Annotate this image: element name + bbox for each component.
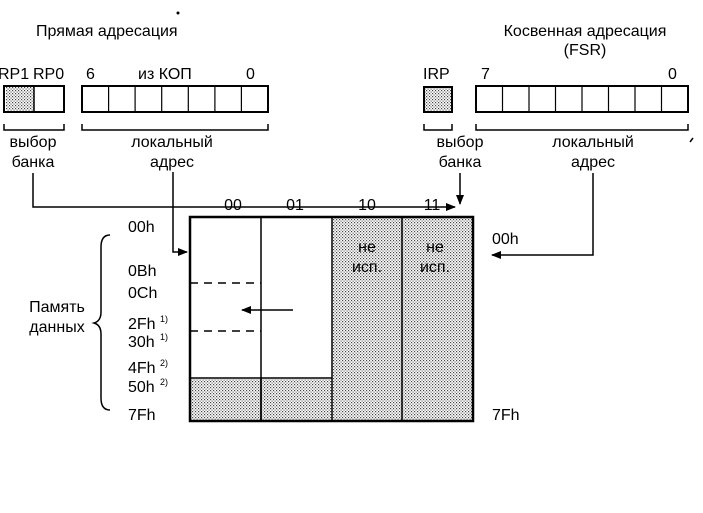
direct-local-register [81, 85, 269, 113]
direct-bank-label-1: выбор [10, 134, 57, 151]
indirect-local-bracket [475, 124, 689, 131]
addr-50h-note: 2) [160, 377, 168, 387]
stray-mark [689, 137, 694, 143]
bank-header-00: 00 [224, 197, 242, 214]
indirect-local-register [475, 85, 689, 113]
indirect-title-2: (FSR) [564, 42, 607, 59]
rp1-label: RP1 [0, 66, 29, 83]
addr-0bh: 0Bh [128, 263, 156, 280]
indirect-local-arrow [491, 173, 594, 259]
indirect-local-label-2: адрес [571, 154, 615, 171]
direct-local-label-1: локальный [131, 134, 213, 151]
addr-7fh: 7Fh [128, 407, 156, 424]
addr-50h: 50h [128, 379, 155, 396]
kop-label: из КОП [138, 66, 192, 83]
addr-00h: 00h [128, 219, 155, 236]
indirect-bank-label-1: выбор [437, 134, 484, 151]
indirect-bank-bracket [423, 124, 453, 131]
direct-bank-bracket [3, 124, 65, 131]
unused-11-label-2: исп. [420, 259, 450, 276]
data-memory-brace [91, 234, 111, 411]
indirect-bit-lo: 0 [668, 66, 677, 83]
direct-local-arrow [172, 172, 188, 256]
direct-local-label-2: адрес [150, 154, 194, 171]
addr-right-00h: 00h [492, 231, 519, 248]
direct-bank-label-2: банка [12, 154, 55, 171]
rp-register [3, 85, 65, 113]
stray-dot [176, 11, 180, 15]
data-memory-label-1: Память [29, 299, 85, 316]
indirect-bank-label-2: банка [439, 154, 482, 171]
direct-local-bracket [81, 124, 269, 131]
memory-map [188, 215, 475, 423]
bank-header-11: 11 [424, 197, 441, 214]
unused-11-label-1: не [426, 239, 444, 256]
direct-title: Прямая адресация [36, 23, 178, 40]
direct-bit-hi: 6 [86, 66, 95, 83]
indirect-title-1: Косвенная адресация [504, 23, 667, 40]
addr-4fh: 4Fh [128, 360, 156, 377]
unused-10-label-2: исп. [352, 259, 382, 276]
addr-30h: 30h [128, 334, 155, 351]
rp0-label: RP0 [33, 66, 64, 83]
direct-bit-lo: 0 [246, 66, 255, 83]
indirect-bit-hi: 7 [481, 66, 490, 83]
irp-register [423, 86, 453, 113]
direct-bank-arrow [32, 173, 456, 211]
data-memory-label-2: данных [29, 319, 84, 336]
addr-4fh-note: 2) [160, 358, 168, 368]
indirect-local-label-1: локальный [552, 134, 634, 151]
addr-0ch: 0Ch [128, 285, 157, 302]
addr-2fh: 2Fh [128, 316, 156, 333]
addr-30h-note: 1) [160, 332, 168, 342]
irp-label: IRP [423, 66, 450, 83]
addr-right-7fh: 7Fh [492, 407, 520, 424]
bank-header-10: 10 [358, 197, 376, 214]
bank-header-01: 01 [286, 197, 304, 214]
unused-10-label-1: не [358, 239, 376, 256]
addr-2fh-note: 1) [160, 314, 168, 324]
